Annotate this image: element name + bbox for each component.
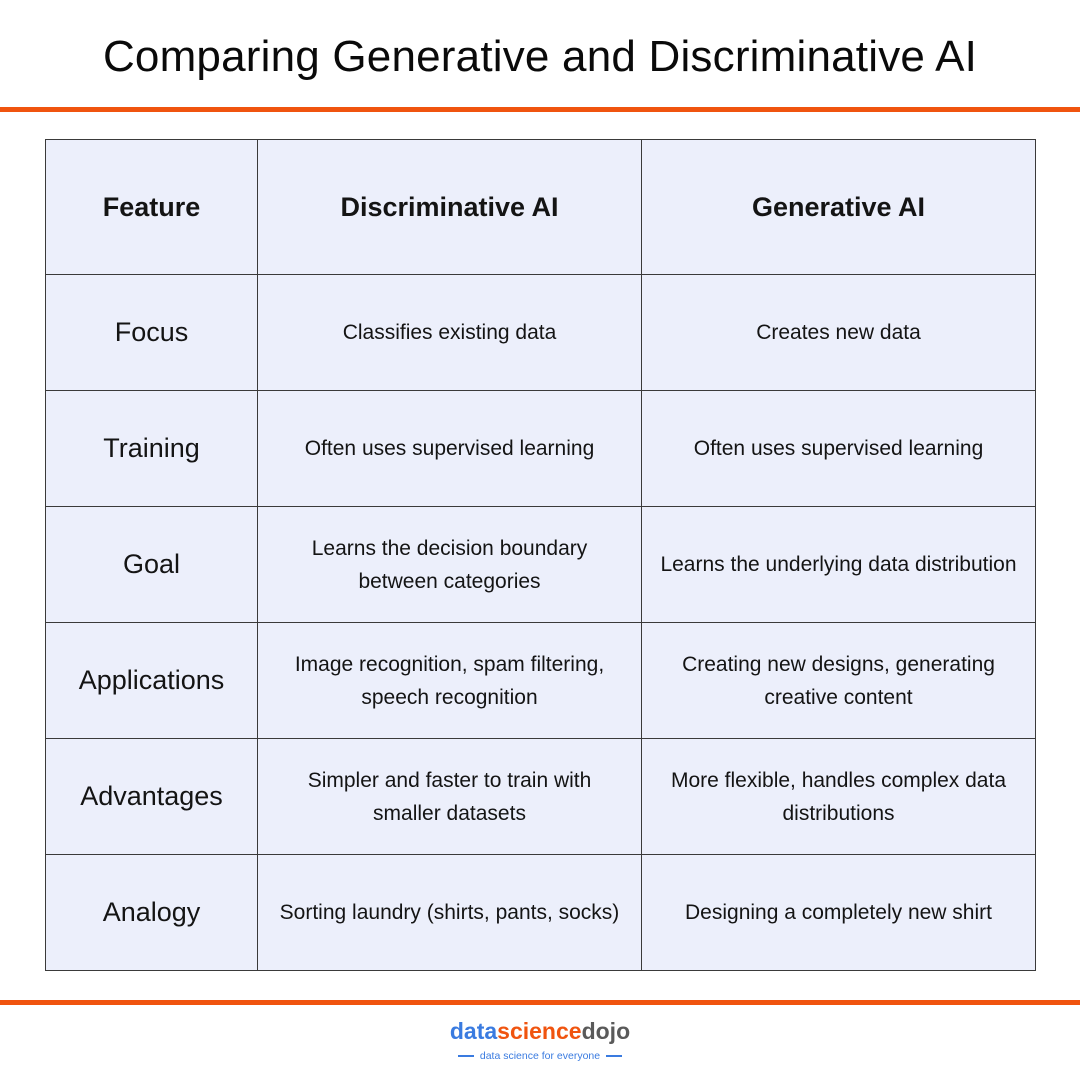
- bottom-divider: [0, 1000, 1080, 1005]
- comparison-table: Feature Discriminative AI Generative AI …: [45, 139, 1036, 971]
- generative-cell: More flexible, handles complex data dist…: [641, 738, 1036, 855]
- table-row: Analogy Sorting laundry (shirts, pants, …: [45, 854, 1036, 971]
- header-generative: Generative AI: [641, 139, 1036, 275]
- top-divider: [0, 107, 1080, 112]
- discriminative-cell: Sorting laundry (shirts, pants, socks): [257, 854, 642, 971]
- table-row: Training Often uses supervised learning …: [45, 390, 1036, 507]
- feature-cell: Training: [45, 390, 258, 507]
- brand-logo: datasciencedojo data science for everyon…: [0, 1018, 1080, 1062]
- generative-cell: Designing a completely new shirt: [641, 854, 1036, 971]
- discriminative-cell: Often uses supervised learning: [257, 390, 642, 507]
- generative-cell: Often uses supervised learning: [641, 390, 1036, 507]
- logo-wordmark: datasciencedojo: [0, 1018, 1080, 1044]
- table-row: Goal Learns the decision boundary betwee…: [45, 506, 1036, 623]
- dash-icon: [457, 1055, 474, 1057]
- feature-cell: Advantages: [45, 738, 258, 855]
- table-row: Advantages Simpler and faster to train w…: [45, 738, 1036, 855]
- generative-cell: Creating new designs, generating creativ…: [641, 622, 1036, 739]
- page-title: Comparing Generative and Discriminative …: [102, 32, 978, 81]
- generative-cell: Learns the underlying data distribution: [641, 506, 1036, 623]
- table-row: Focus Classifies existing data Creates n…: [45, 274, 1036, 391]
- generative-cell: Creates new data: [641, 274, 1036, 391]
- logo-part-science: science: [497, 1018, 582, 1044]
- feature-cell: Goal: [45, 506, 258, 623]
- logo-tagline-row: data science for everyone: [457, 1050, 623, 1062]
- logo-part-data: data: [449, 1018, 498, 1044]
- discriminative-cell: Learns the decision boundary between cat…: [257, 506, 642, 623]
- logo-part-dojo: dojo: [581, 1018, 631, 1044]
- header-discriminative: Discriminative AI: [257, 139, 642, 275]
- table-row: Applications Image recognition, spam fil…: [45, 622, 1036, 739]
- feature-cell: Analogy: [45, 854, 258, 971]
- table-header-row: Feature Discriminative AI Generative AI: [45, 139, 1036, 275]
- discriminative-cell: Classifies existing data: [257, 274, 642, 391]
- feature-cell: Focus: [45, 274, 258, 391]
- dash-icon: [606, 1055, 623, 1057]
- discriminative-cell: Simpler and faster to train with smaller…: [257, 738, 642, 855]
- discriminative-cell: Image recognition, spam filtering, speec…: [257, 622, 642, 739]
- header-feature: Feature: [45, 139, 258, 275]
- feature-cell: Applications: [45, 622, 258, 739]
- logo-tagline: data science for everyone: [479, 1050, 601, 1062]
